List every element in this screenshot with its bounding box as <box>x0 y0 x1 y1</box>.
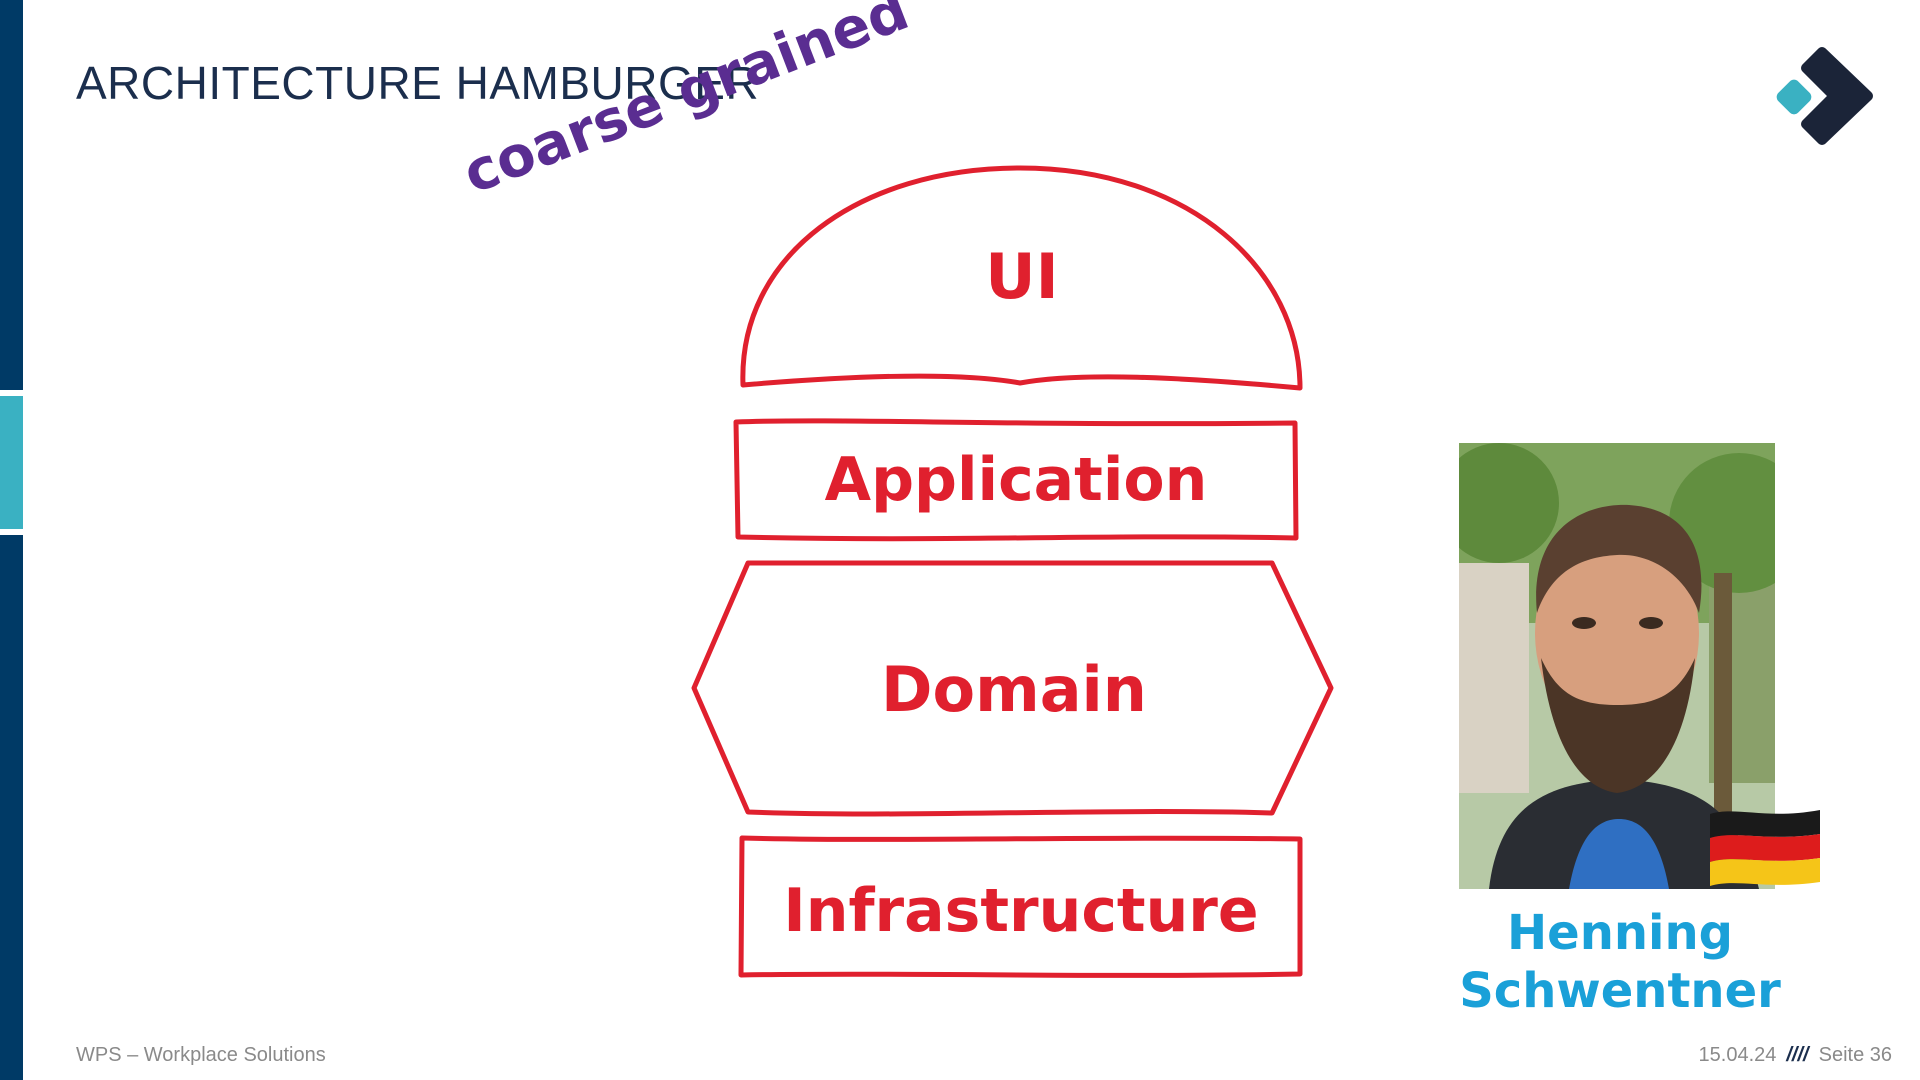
speaker-last-name: Schwentner <box>1459 963 1781 1019</box>
germany-flag-icon <box>1710 810 1820 886</box>
sidebar-bar-top <box>0 0 23 390</box>
layer-label-domain: Domain <box>881 653 1147 726</box>
speaker-first-name: Henning <box>1506 905 1734 961</box>
ui-bun-shape <box>740 165 1303 391</box>
footer-company: WPS – Workplace Solutions <box>76 1044 326 1066</box>
footer-page-number: Seite 36 <box>1818 1044 1892 1066</box>
footer-meta: 15.04.24 //// Seite 36 <box>1699 1044 1892 1067</box>
layer-label-infrastructure: Infrastructure <box>783 876 1258 946</box>
sidebar-bar-bottom <box>0 535 23 1080</box>
sidebar-bar-accent <box>0 396 23 529</box>
layer-label-ui: UI <box>985 240 1058 313</box>
domain-layer-shape <box>691 560 1334 817</box>
footer-date: 15.04.24 <box>1698 1044 1777 1066</box>
infrastructure-layer-shape <box>738 835 1303 978</box>
speaker-name: Henning Schwentner <box>1440 904 1800 1020</box>
wps-logo-icon <box>1776 47 1873 145</box>
layer-label-application: Application <box>825 445 1208 515</box>
slide-title: ARCHITECTURE HAMBURGER <box>76 57 760 109</box>
footer-separator: //// <box>1786 1044 1809 1066</box>
application-layer-shape <box>733 418 1299 542</box>
